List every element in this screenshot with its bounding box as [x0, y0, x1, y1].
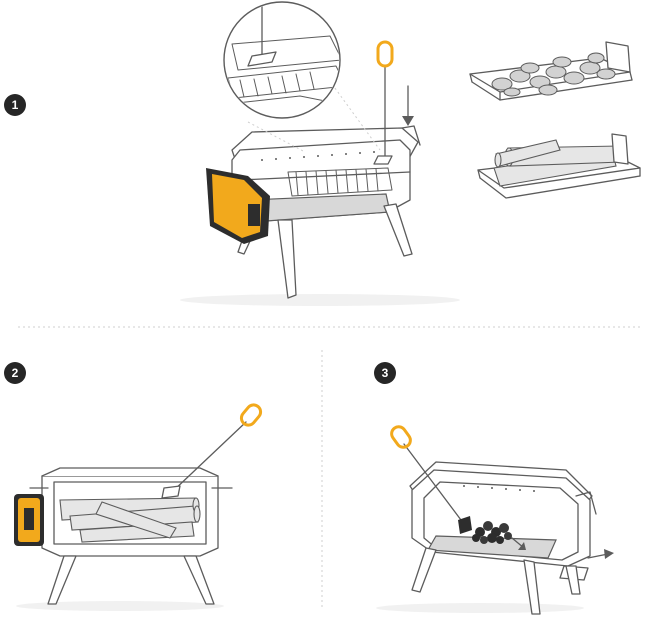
ash-floor-3	[427, 535, 557, 559]
down-arrow	[402, 85, 414, 126]
ash-pile	[472, 521, 512, 544]
remove-arrow-3	[587, 549, 614, 559]
vent-holes	[261, 151, 375, 161]
side-handle	[401, 125, 421, 146]
ground-shadow-2	[16, 601, 224, 611]
step-3-illustration	[376, 425, 614, 615]
inner-arrow-3	[511, 537, 526, 550]
poker-tool-3	[390, 425, 472, 534]
poker-tool	[373, 40, 394, 165]
wood-basket	[477, 133, 641, 199]
power-pack-2	[14, 494, 44, 546]
step-2-badge: 2	[4, 362, 26, 384]
step-2-illustration	[14, 403, 263, 611]
pellets	[491, 52, 616, 97]
ground-shadow	[180, 294, 460, 306]
logs-2	[59, 497, 201, 543]
detail-callout	[223, 1, 381, 153]
magnifier-circle	[223, 1, 341, 119]
power-pack	[206, 168, 270, 244]
step-1-illustration	[180, 1, 460, 306]
front-rim	[239, 171, 411, 181]
step-1-badge: 1	[4, 94, 26, 116]
poker-tool-2	[161, 403, 263, 499]
side-handle-3	[575, 491, 597, 515]
step-3-badge: 3	[374, 362, 396, 384]
stove-legs-2	[47, 555, 215, 605]
section-dividers	[18, 326, 640, 610]
vent-holes-3	[463, 485, 535, 492]
logs	[493, 139, 623, 187]
pellet-basket	[469, 41, 633, 101]
grate	[287, 167, 393, 197]
top-rim-2	[41, 467, 219, 477]
ground-shadow-3	[376, 603, 584, 613]
stove-legs-3	[411, 547, 581, 615]
